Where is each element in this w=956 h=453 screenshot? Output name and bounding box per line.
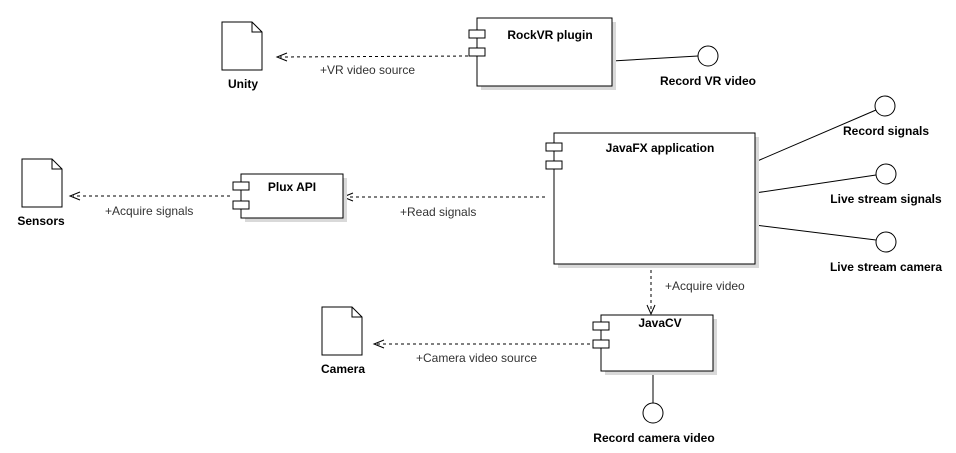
interface-label-record-signals: Record signals [843, 124, 929, 138]
component-label-javacv: JavaCV [638, 316, 681, 330]
interface-circle [642, 402, 664, 424]
dependency-label-read-signals: +Read signals [400, 205, 476, 219]
dependency-acquire-video: +Acquire video [646, 264, 745, 316]
component-rockvr-plugin: RockVR plugin [468, 17, 616, 90]
component-label-javafx: JavaFX application [606, 141, 715, 155]
component-port [545, 160, 563, 170]
document-icon [21, 158, 63, 208]
artifact-label-camera: Camera [321, 362, 365, 376]
component-port [545, 142, 563, 152]
document-icon [321, 306, 363, 356]
interface-circle [697, 45, 719, 67]
artifact-label-unity: Unity [228, 77, 258, 91]
artifact-unity: Unity [221, 21, 263, 91]
artifact-label-sensors: Sensors [17, 214, 65, 228]
interface-circle [875, 163, 897, 185]
interface-live-stream-camera: Live stream camera [754, 224, 942, 274]
dependency-label-camera-video-source: +Camera video source [416, 351, 537, 365]
dependency-label-acquire-video: +Acquire video [665, 279, 745, 293]
dependency-camera-video-source: +Camera video source [372, 339, 590, 365]
component-port [232, 200, 250, 210]
interface-label-live-stream-camera: Live stream camera [830, 260, 942, 274]
component-label-rockvr: RockVR plugin [507, 28, 592, 42]
dependency-label-vr-video-source: +VR video source [320, 63, 415, 77]
component-javafx-application: JavaFX application [545, 132, 759, 268]
interface-record-signals: Record signals [754, 95, 929, 163]
interface-circle [874, 95, 896, 117]
interface-record-vr-video: Record VR video [611, 45, 756, 88]
interface-label-record-camera-video: Record camera video [593, 431, 714, 445]
interface-label-live-stream-signals: Live stream signals [830, 192, 942, 206]
component-javacv: JavaCV [592, 314, 717, 375]
dependency-label-acquire-signals: +Acquire signals [105, 204, 193, 218]
component-port [592, 321, 610, 331]
interface-live-stream-signals: Live stream signals [754, 163, 942, 206]
interface-circle [875, 231, 897, 253]
artifact-camera: Camera [321, 306, 365, 376]
artifact-sensors: Sensors [17, 158, 65, 228]
interface-record-camera-video: Record camera video [593, 373, 715, 445]
dependency-vr-video-source: +VR video source [275, 52, 469, 77]
component-port [468, 29, 486, 39]
interface-label-record-vr-video: Record VR video [660, 74, 756, 88]
component-plux-api: Plux API [232, 173, 347, 222]
dependency-acquire-signals: +Acquire signals [68, 191, 230, 218]
component-port [468, 47, 486, 57]
component-label-plux: Plux API [268, 180, 316, 194]
dependency-read-signals: +Read signals [341, 192, 545, 219]
document-icon [221, 21, 263, 71]
component-port [232, 181, 250, 191]
component-port [592, 339, 610, 349]
